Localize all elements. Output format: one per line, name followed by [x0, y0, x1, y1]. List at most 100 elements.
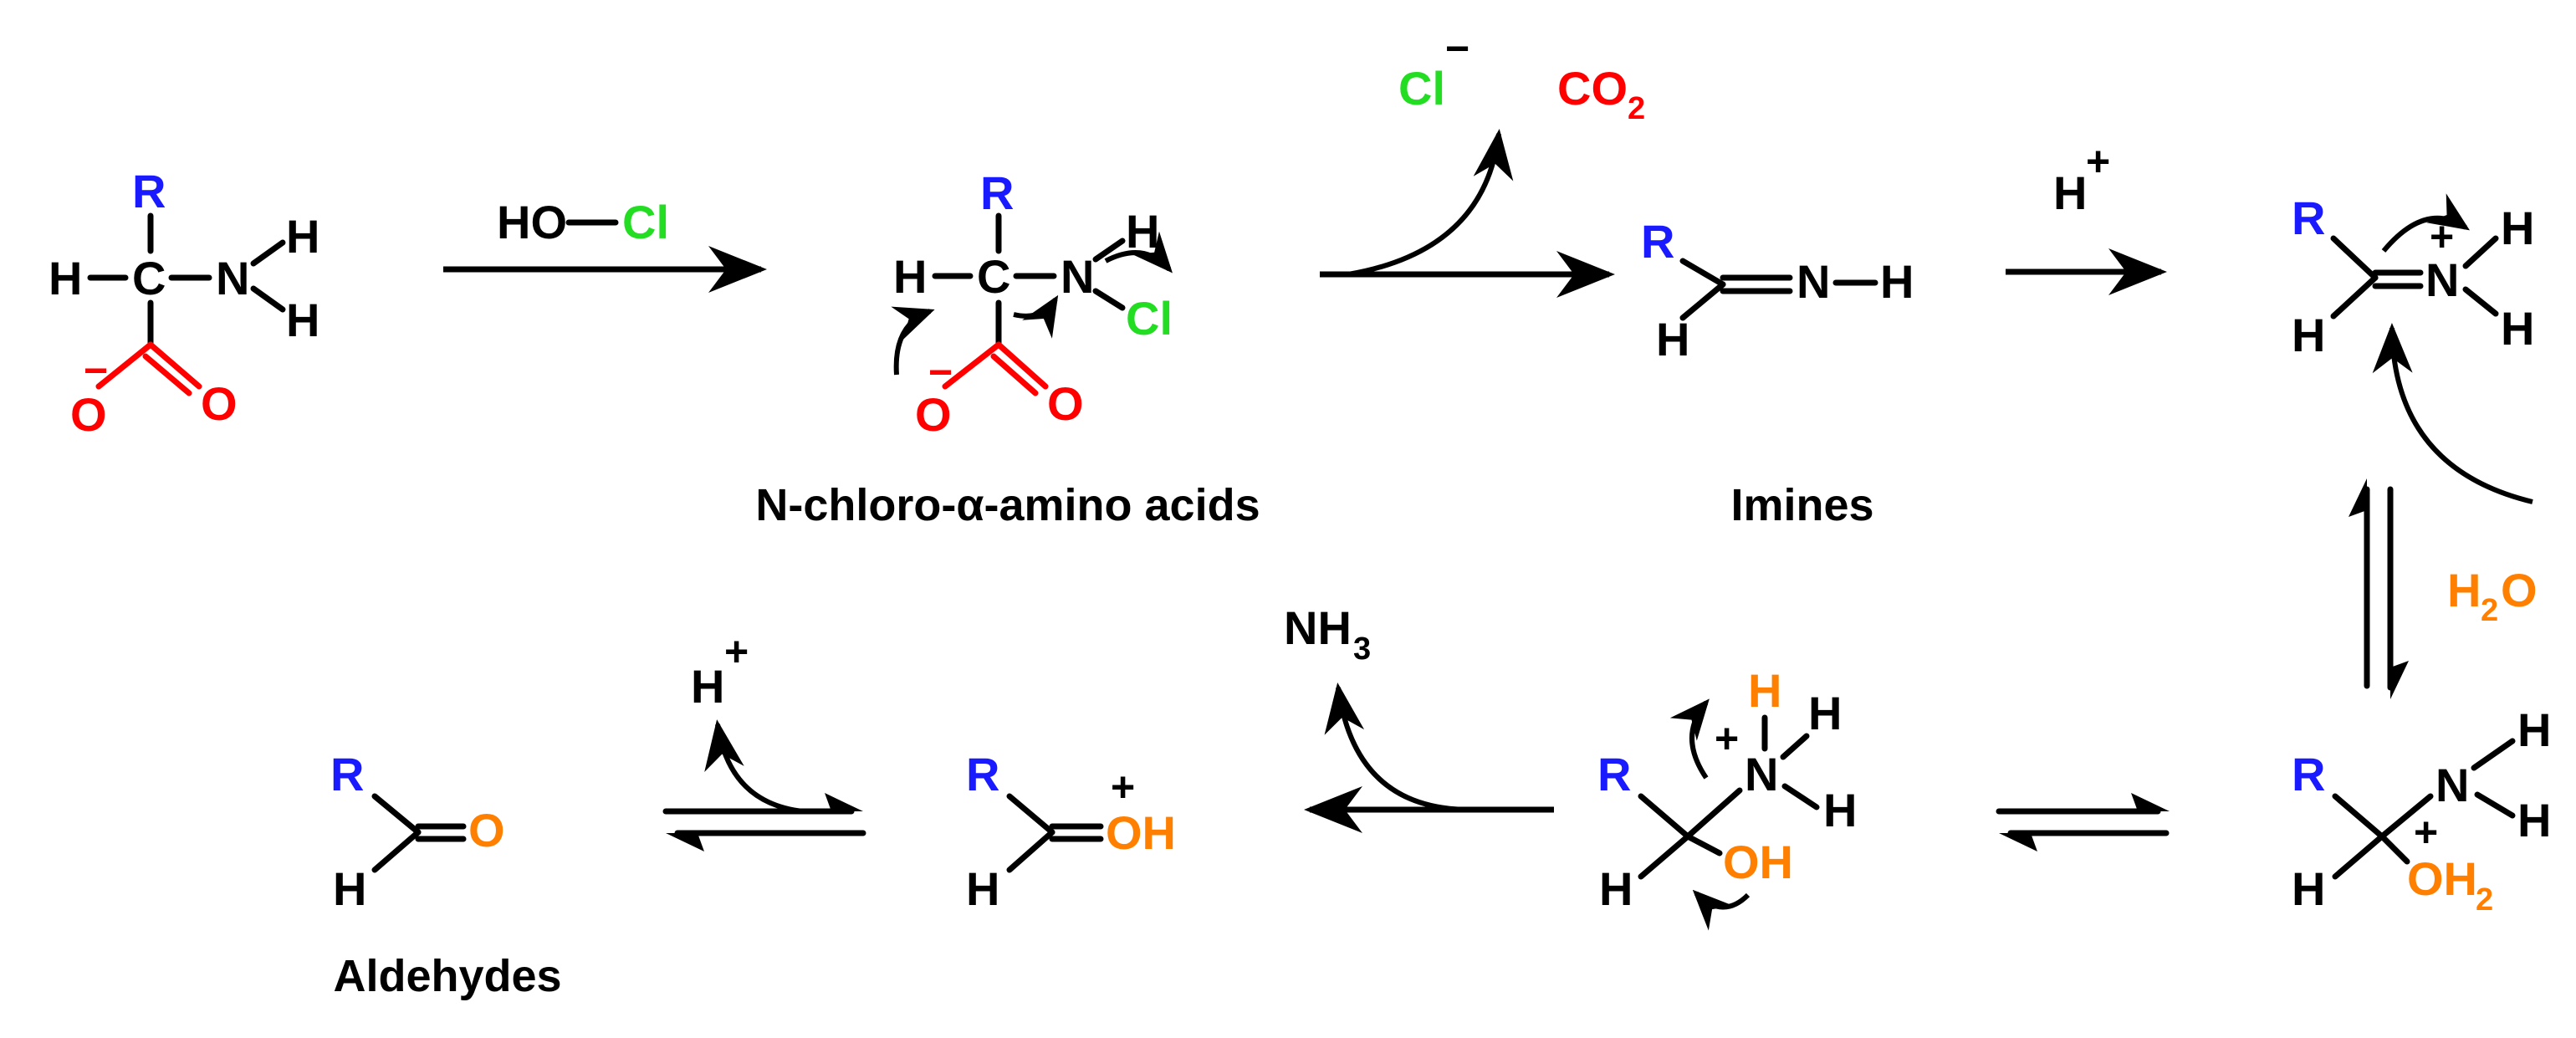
nitrogen-atom: N [1745, 748, 1778, 800]
equilibrium-half-head [1999, 833, 2037, 851]
equilibrium-half-head [2349, 478, 2367, 517]
oxonium-subscript: 2 [2476, 882, 2493, 918]
oxygen-atom: O [1047, 377, 1084, 430]
equilibrium-arrows-vertical [2349, 478, 2409, 699]
c-o-bond [1684, 833, 1723, 856]
hocl-cl-label: Cl [622, 196, 669, 248]
h-atom: H [333, 862, 366, 915]
negative-charge: − [928, 349, 953, 396]
water-o-label: O [2501, 564, 2538, 616]
proton-label: H [691, 660, 724, 713]
imines-caption: Imines [1730, 480, 1873, 530]
positive-charge: + [2086, 138, 2110, 185]
n-h-bond [2462, 286, 2499, 317]
iminium-molecule: R H N + H H [2292, 192, 2534, 361]
c-h-bond [371, 829, 422, 873]
n-h-bond [250, 285, 286, 313]
h-atom: H [966, 862, 999, 915]
h-atom: H [2292, 862, 2325, 915]
h-atom: H [2501, 202, 2534, 254]
nitrogen-atom: N [2425, 253, 2459, 306]
chlorine-atom: Cl [1126, 292, 1173, 345]
c-h-bond [1679, 281, 1726, 321]
leaving-group-arrow [1347, 129, 1514, 277]
c-o-bond [2379, 833, 2410, 865]
equilibrium-half-head [2131, 793, 2170, 811]
positive-charge: + [2414, 809, 2438, 856]
n-cl-bond [1092, 288, 1126, 311]
water-h-label: H [2447, 564, 2481, 616]
proton-label-group: H + [691, 628, 749, 713]
water-subscript: 2 [2481, 593, 2498, 628]
chloride-label: Cl [1398, 62, 1445, 115]
ammonia-label: NH [1284, 601, 1352, 654]
h-atom: H [1880, 255, 1914, 308]
c-r-bond [1679, 258, 1726, 288]
n-h-bond [2474, 791, 2516, 819]
c-n-bond [2379, 793, 2434, 840]
leaving-proton-arrow [704, 719, 804, 814]
oxygen-atom: O [468, 804, 505, 856]
ammonia-molecule: NH 3 [1284, 601, 1371, 667]
curved-arrow [891, 306, 935, 376]
n-chloro-amino-acid-molecule: R H C N H Cl O O − [891, 166, 1173, 441]
h-atom: H [1656, 313, 1689, 366]
c-o-double-bond [995, 341, 1049, 390]
carbon-atom: C [977, 250, 1010, 303]
proton-reagent: H + [2053, 138, 2110, 219]
nitrogen-atom: N [2435, 759, 2469, 811]
nitrogen-atom: N [1797, 255, 1830, 308]
equilibrium-half-head [2390, 661, 2409, 699]
co2-subscript: 2 [1628, 91, 1645, 126]
n-h-bond [1092, 238, 1126, 263]
oxygen-atom: O [70, 388, 107, 441]
r-group-label: R [1597, 748, 1631, 800]
hocl-reagent: HO Cl [497, 196, 669, 248]
positive-charge: + [1111, 764, 1135, 810]
hydroxyl-label: OH [1723, 836, 1793, 888]
protonated-aldehyde-molecule: R H OH + [966, 748, 1176, 915]
hydroxyl-label: OH [2407, 852, 2477, 905]
curved-arrow [1104, 231, 1173, 274]
oxygen-atom: O [201, 377, 238, 430]
c-o-double-bond [142, 353, 192, 396]
proton-label: H [2053, 166, 2087, 219]
carbon-atom: C [132, 252, 166, 304]
chloride-ion: Cl − [1398, 25, 1469, 115]
r-group-label: R [980, 166, 1014, 219]
n-h-bond [2462, 235, 2499, 269]
h-atom: H [2501, 302, 2534, 355]
c-h-bond [1006, 829, 1055, 873]
c-r-bond [1638, 793, 1691, 840]
equilibrium-arrows-horizontal [662, 793, 866, 851]
nitrogen-atom: N [216, 252, 249, 304]
h-atom: H [1126, 205, 1159, 258]
r-group-label: R [2292, 748, 2325, 800]
curved-arrow [2381, 193, 2470, 253]
c-h-bond [2330, 274, 2379, 320]
h-atom: H [286, 294, 319, 346]
negative-charge: − [1445, 25, 1469, 72]
equilibrium-half-head [666, 833, 704, 851]
curved-arrow [1669, 698, 1710, 780]
h-atom: H [2517, 794, 2551, 846]
c-o-single-bond [942, 341, 1002, 390]
aldehyde-molecule: R H O [330, 748, 505, 915]
c-n-bond [1684, 787, 1743, 840]
positive-charge: + [1715, 715, 1739, 762]
r-group-label: R [1641, 215, 1674, 268]
h-atom: H [286, 210, 319, 263]
h-atom: H [2292, 309, 2325, 361]
h-atom: H [1808, 687, 1842, 739]
c-o-double-bond [147, 341, 202, 390]
hocl-ho-label: HO [497, 196, 567, 248]
c-r-bond [1006, 793, 1055, 836]
c-r-bond [2330, 235, 2379, 281]
leaving-group-arrow [1324, 683, 1471, 812]
c-r-bond [2332, 793, 2385, 840]
ammonia-subscript: 3 [1353, 631, 1371, 667]
c-o-double-bond [990, 353, 1039, 396]
aldehydes-caption: Aldehydes [333, 951, 561, 1001]
water-molecule: H 2 O [2447, 564, 2538, 628]
